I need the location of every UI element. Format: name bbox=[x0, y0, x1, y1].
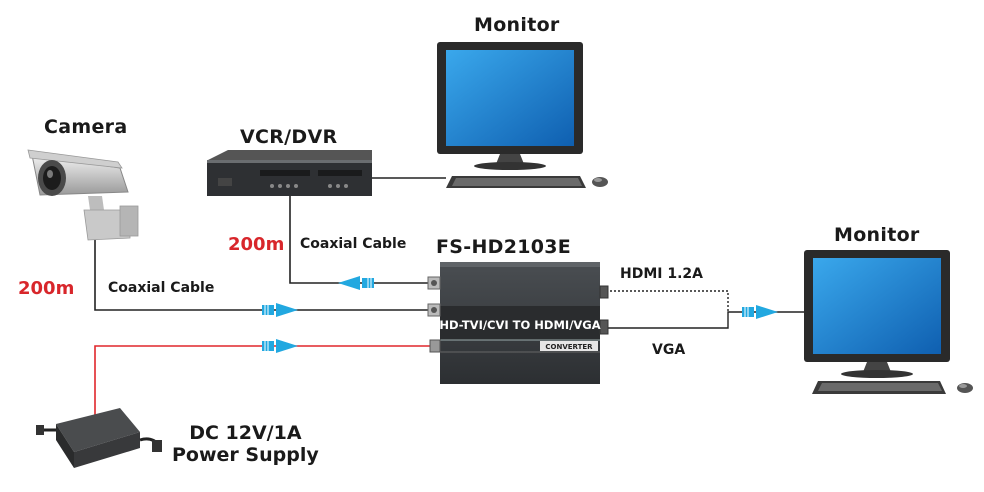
arrow-converter-to-vcr bbox=[338, 276, 374, 290]
power-adapter-icon bbox=[36, 408, 162, 468]
vga-label: VGA bbox=[652, 342, 686, 358]
hdmi-label: HDMI 1.2A bbox=[620, 266, 703, 282]
power-line-2: Power Supply bbox=[172, 444, 319, 466]
hdmi-wire bbox=[606, 290, 729, 312]
power-line-1: DC 12V/1A bbox=[189, 422, 302, 444]
converter-model-label: FS-HD2103E bbox=[436, 236, 572, 258]
converter-badge: CONVERTER bbox=[545, 343, 593, 351]
camera-label: Camera bbox=[44, 116, 128, 138]
monitor-right-icon bbox=[804, 250, 973, 394]
camera-coax-wire bbox=[94, 222, 436, 311]
power-wire bbox=[94, 345, 436, 420]
monitor-right-label: Monitor bbox=[834, 224, 920, 246]
distance-left-label: 200m bbox=[18, 278, 75, 299]
vcr-coax-wire bbox=[289, 196, 436, 284]
vga-wire bbox=[606, 311, 808, 329]
converter-device: HD-TVI/CVI TO HDMI/VGA CONVERTER bbox=[427, 262, 609, 384]
distance-top-label: 200m bbox=[228, 234, 285, 255]
arrow-power-to-converter bbox=[262, 339, 298, 353]
cable-top-label: Coaxial Cable bbox=[300, 236, 407, 252]
vcr-dvr-label: VCR/DVR bbox=[240, 126, 338, 148]
monitor-top-label: Monitor bbox=[474, 14, 560, 36]
camera-icon bbox=[27, 149, 139, 241]
monitor-top-icon bbox=[437, 42, 608, 188]
cable-left-label: Coaxial Cable bbox=[108, 280, 215, 296]
arrow-camera-to-converter bbox=[262, 303, 298, 317]
converter-front-label: HD-TVI/CVI TO HDMI/VGA bbox=[439, 318, 600, 332]
arrow-converter-to-monitor bbox=[742, 305, 778, 319]
vcr-dvr-icon bbox=[207, 150, 372, 196]
power-supply-label: DC 12V/1A Power Supply bbox=[172, 422, 319, 466]
